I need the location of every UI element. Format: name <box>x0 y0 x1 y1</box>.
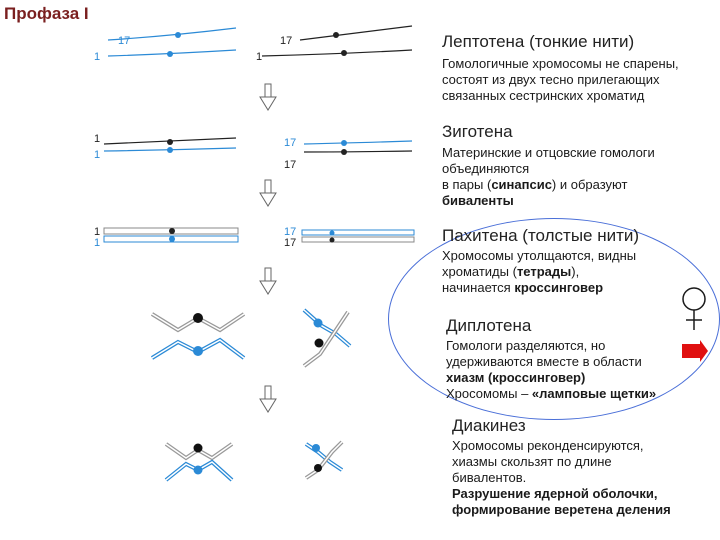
stage-heading-diakinesis: Диакинез <box>452 416 526 435</box>
diakinesis-left <box>164 442 234 482</box>
pachytene-right: 17 17 <box>284 226 415 249</box>
text-line: удерживаются вместе в области <box>446 354 642 369</box>
arrow-down-icon <box>259 267 277 295</box>
text-line: Гомологичные хромосомы не спарены, <box>442 56 679 71</box>
leptotene-left: 17 1 <box>94 27 237 63</box>
stage-heading-diplotene: Диплотена <box>446 316 532 335</box>
zygotene-left: 1 1 <box>94 133 237 161</box>
stage-text-leptotene: Гомологичные хромосомы не спарены, состо… <box>442 56 679 104</box>
stage-text-pachytene: Хромосомы утолщаются, видны хроматиды (т… <box>442 248 636 296</box>
label-17: 17 <box>118 35 130 47</box>
text-line: Разрушение ядерной оболочки, <box>452 486 658 501</box>
label-1: 1 <box>94 226 100 238</box>
diakinesis-right <box>304 440 344 480</box>
arrow-down-icon <box>259 179 277 207</box>
stage-text-zygotene: Материнские и отцовские гомологи объедин… <box>442 145 655 209</box>
female-symbol-icon <box>682 287 706 330</box>
label-1: 1 <box>94 133 100 145</box>
text-line: биваленты <box>442 193 514 208</box>
label-1: 1 <box>94 149 100 161</box>
stage-text-diplotene: Гомологи разделяются, но удерживаются вм… <box>446 338 656 402</box>
arrow-down-icon <box>259 385 277 413</box>
stage-heading-leptotene: Лептотена (тонкие нити) <box>442 32 635 51</box>
label-1: 1 <box>94 51 100 63</box>
text-line: хроматиды (тетрады), <box>442 264 580 279</box>
text-line: Хромосомы утолщаются, видны <box>442 248 637 263</box>
text-line: начинается кроссинговер <box>442 280 604 295</box>
text-line: Хросомомы – «ламповые щетки» <box>446 386 657 401</box>
centromere-dot <box>175 32 181 38</box>
text-line: объединяются <box>442 161 530 176</box>
text-line: состоят из двух тесно прилегающих <box>442 72 660 87</box>
zygotene-right: 17 17 <box>284 137 413 171</box>
label-17: 17 <box>280 35 292 47</box>
text-line: связанных сестринских хроматид <box>442 88 645 103</box>
diplotene-right <box>302 308 352 368</box>
label-1: 1 <box>94 237 100 249</box>
label-1: 1 <box>256 51 262 63</box>
sex-symbols <box>682 287 708 362</box>
label-17: 17 <box>284 159 296 171</box>
text-line: в пары (синапсис) и образуют <box>442 177 628 192</box>
leptotene-right: 17 1 <box>256 25 413 63</box>
stage-heading-pachytene: Пахитена (толстые нити) <box>442 226 640 245</box>
label-17: 17 <box>284 226 296 238</box>
text-line: хиазм (кроссинговер) <box>446 370 586 385</box>
text-line: Материнские и отцовские гомологи <box>442 145 655 160</box>
pachytene-left: 1 1 <box>94 226 239 249</box>
centromere-dot <box>167 51 173 57</box>
stage-text-diakinesis: Хромосомы реконденсируются, хиазмы сколь… <box>452 438 671 518</box>
label-17: 17 <box>284 137 296 149</box>
text-line: бивалентов. <box>452 470 527 485</box>
diplotene-left <box>150 312 246 360</box>
label-17: 17 <box>284 237 296 249</box>
text-line: хиазмы скользят по длине <box>452 454 612 469</box>
text-line: Гомологи разделяются, но <box>446 338 606 353</box>
meiosis-diagram: 17 1 17 1 1 1 17 17 1 1 <box>94 25 415 482</box>
slide-title: Профаза I <box>4 4 89 23</box>
arrow-down-icon <box>259 83 277 111</box>
stage-heading-zygotene: Зиготена <box>442 122 513 141</box>
text-line: Хромосомы реконденсируются, <box>452 438 644 453</box>
text-line: формирование веретена деления <box>452 502 671 517</box>
male-symbol-icon <box>682 340 708 362</box>
